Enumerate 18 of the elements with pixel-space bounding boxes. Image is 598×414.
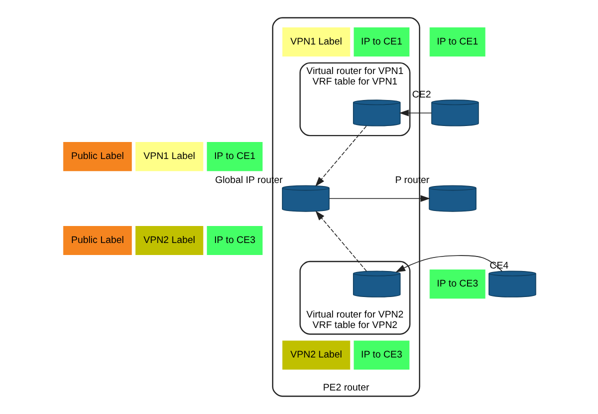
node-box: IP to CE3 <box>206 226 262 256</box>
node-box: IP to CE1 <box>206 142 262 172</box>
node-box: Public Label <box>62 142 132 172</box>
arrow <box>328 195 430 202</box>
node-box: VPN2 Label <box>134 226 203 256</box>
node-box: VPN2 Label <box>282 340 350 370</box>
node-box: Public Label <box>62 226 132 256</box>
node-box: IP to CE3 <box>353 340 409 370</box>
node-box: VPN1 Label <box>134 142 203 172</box>
arrow <box>398 110 432 116</box>
node-box: IP to CE3 <box>429 270 485 299</box>
arrow <box>314 126 366 186</box>
node-box: IP to CE1 <box>353 27 409 56</box>
node-box: IP to CE1 <box>429 27 485 56</box>
node-box: VPN1 Label <box>282 27 350 56</box>
arrow <box>314 210 366 272</box>
cluster: Virtual router for VPN2 VRF table for VPN2 <box>299 260 410 335</box>
arrow <box>395 255 502 272</box>
